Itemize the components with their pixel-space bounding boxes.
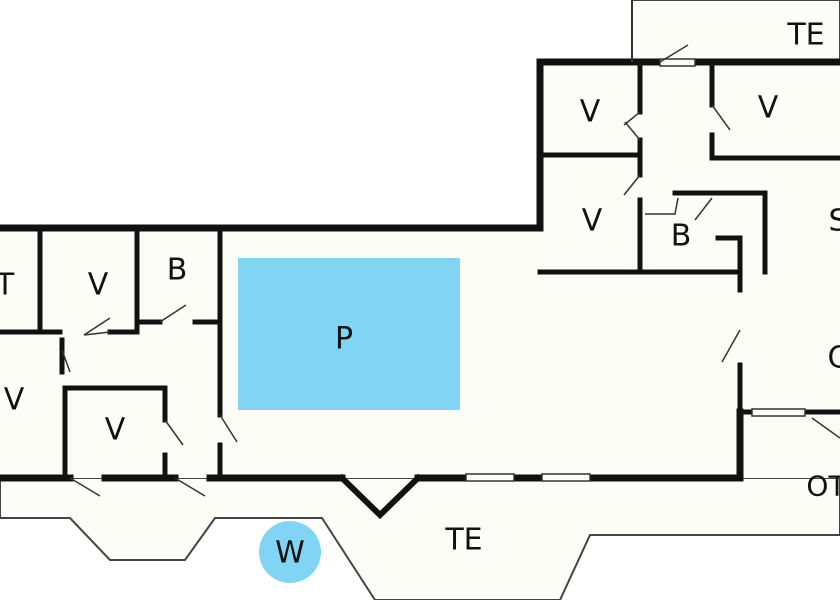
door-6 [721,329,741,363]
door-8 [159,304,187,323]
door-3 [623,174,641,196]
label-bedroom-top-right: V [758,91,779,126]
door-1 [659,44,689,63]
windows [465,58,806,482]
label-room-t: T [0,268,15,303]
label-pool: P [335,322,353,357]
wall-right-11 [715,235,743,275]
label-bedroom-left-3: V [105,413,126,448]
label-bedroom-top-left: V [580,95,601,130]
door-2 [623,111,641,141]
label-bedroom-mid: V [582,204,603,239]
door-10 [164,419,184,446]
door-7 [83,317,111,336]
label-bedroom-left-1: V [88,268,109,303]
label-bedroom-left-2: V [4,383,25,418]
doors [61,44,840,497]
window-south-1 [465,473,515,482]
door-15 [645,197,679,215]
window-south-2 [541,473,591,482]
label-room-c: C [828,341,840,376]
door-11 [219,414,238,443]
door-14 [811,417,840,439]
pool [238,258,460,410]
door-13 [174,477,206,497]
window-east [751,408,806,417]
window-north-right [659,58,696,67]
label-terrace-bottom: TE [444,523,482,558]
terrace-bottom-area [0,477,840,600]
label-terrace-top: TE [786,18,824,53]
label-bath-left: B [167,253,188,288]
label-bath-right: B [671,219,692,254]
door-12 [69,477,101,497]
wall-bay-window [337,473,423,520]
label-room-ot: OT [806,470,840,503]
door-9 [61,349,71,373]
whirlpool [259,521,321,583]
door-5 [694,197,713,221]
door-4 [711,104,731,131]
label-room-s: S [828,204,840,239]
label-whirlpool: W [275,536,305,571]
